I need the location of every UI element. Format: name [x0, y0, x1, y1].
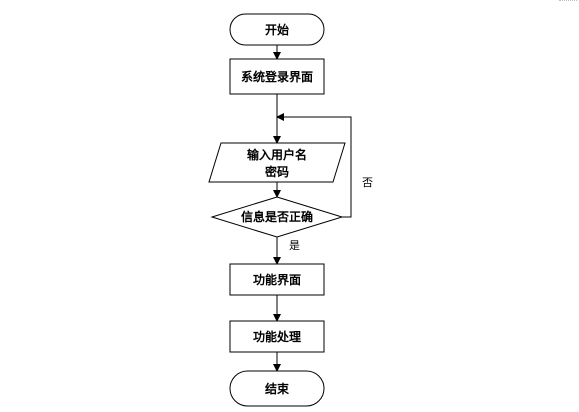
- end-node: 结束: [229, 370, 325, 407]
- input-label-line2: 密码: [265, 164, 289, 179]
- login-screen-label: 系统登录界面: [241, 69, 313, 84]
- decision-node: 信息是否正确: [210, 196, 344, 238]
- yes-branch-label: 是: [289, 239, 300, 252]
- input-parallelogram-shape: [208, 142, 346, 183]
- function-ui-node: 功能界面: [229, 263, 325, 296]
- arrow-no-loop-back: [276, 113, 352, 218]
- function-ui-label: 功能界面: [253, 272, 301, 287]
- decision-label: 信息是否正确: [241, 209, 313, 224]
- start-label: 开始: [265, 22, 289, 37]
- start-node: 开始: [229, 13, 325, 46]
- function-process-label: 功能处理: [253, 329, 301, 344]
- no-branch-label: 否: [362, 176, 373, 189]
- end-terminator-shape: [229, 370, 325, 407]
- login-screen-node: 系统登录界面: [229, 58, 325, 95]
- function-process-node: 功能处理: [229, 320, 325, 353]
- corner-dotted-mark: [559, 0, 577, 7]
- function-process-box: [229, 320, 325, 353]
- input-label-line1: 输入用户名: [247, 147, 307, 162]
- input-credentials-node: 输入用户名 密码: [208, 142, 346, 183]
- end-label: 结束: [265, 381, 290, 396]
- function-ui-process-box: [229, 263, 325, 296]
- login-process-box: [229, 58, 325, 95]
